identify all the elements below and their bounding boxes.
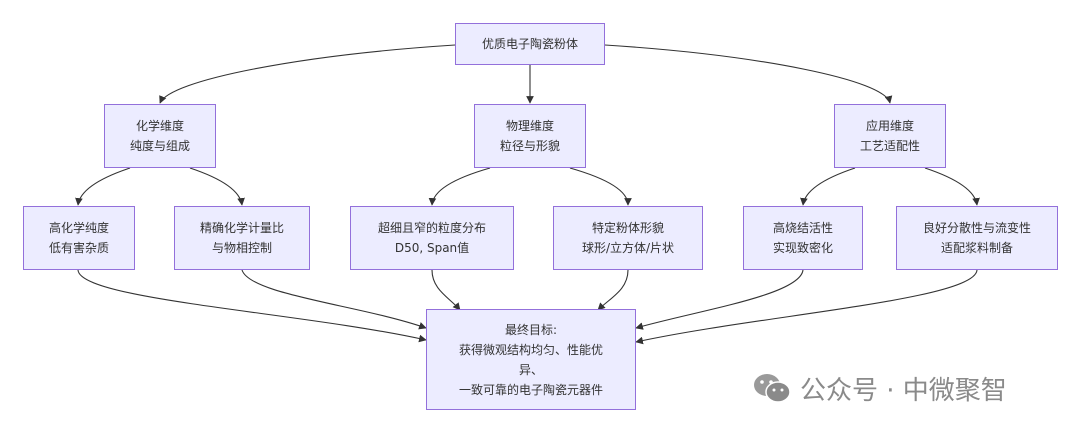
node-stoichiometry: 精确化学计量比 与物相控制 — [174, 206, 310, 270]
node-application-title: 应用维度 — [865, 119, 914, 133]
node-particle-size-distribution: 超细且窄的粒度分布 D50, Span值 — [350, 206, 514, 270]
node-sintering-activity: 高烧结活性 实现致密化 — [743, 206, 863, 270]
node-dispersion-subtitle: 适配浆料制备 — [940, 241, 1013, 255]
watermark-text: 公众号 · 中微聚智 — [800, 375, 1007, 406]
node-dispersion-title: 良好分散性与流变性 — [922, 221, 1031, 235]
node-goal-line3: 异、 — [518, 362, 543, 377]
node-goal-line4: 一致可靠的电子陶瓷元器件 — [458, 382, 603, 397]
edge-psd-goal — [431, 269, 461, 311]
node-goal-line1: 最终目标: — [504, 322, 558, 337]
edge-purity-goal — [77, 269, 427, 343]
node-application-subtitle: 工艺适配性 — [859, 139, 920, 153]
edge-disp-goal — [635, 269, 978, 345]
edge-phys-psd — [428, 167, 491, 206]
edge-chem-stoich — [189, 167, 245, 206]
edge-chem-purity — [75, 167, 131, 206]
node-morphology: 特定粉体形貌 球形/立方体/片状 — [553, 206, 703, 270]
watermark: 公众号 · 中微聚智 — [752, 370, 1007, 406]
node-application-dimension: 应用维度 工艺适配性 — [834, 104, 946, 168]
node-physical-subtitle: 粒径与形貌 — [499, 139, 560, 153]
edge-morph-goal — [597, 269, 629, 311]
node-stoichiometry-title: 精确化学计量比 — [199, 221, 284, 235]
node-high-purity-title: 高化学纯度 — [48, 221, 109, 235]
node-root: 优质电子陶瓷粉体 — [455, 23, 605, 65]
node-morphology-subtitle: 球形/立方体/片状 — [581, 241, 675, 255]
edge-sinter-goal — [635, 269, 804, 330]
edge-root-chem — [159, 44, 456, 104]
node-morphology-title: 特定粉体形貌 — [591, 221, 664, 235]
edge-phys-morph — [569, 167, 632, 206]
node-psd-subtitle: D50, Span值 — [394, 241, 470, 255]
node-high-purity-subtitle: 低有害杂质 — [48, 241, 109, 255]
node-chemical-title: 化学维度 — [135, 119, 184, 133]
node-sintering-title: 高烧结活性 — [772, 221, 833, 235]
node-final-goal: 最终目标: 获得微观结构均匀、性能优 异、 一致可靠的电子陶瓷元器件 — [426, 309, 636, 410]
wechat-icon — [754, 374, 791, 403]
edge-app-disp — [924, 167, 980, 206]
node-stoichiometry-subtitle: 与物相控制 — [211, 241, 272, 255]
node-goal-line2: 获得微观结构均匀、性能优 — [458, 342, 603, 357]
edge-stoich-goal — [241, 269, 427, 330]
node-physical-title: 物理维度 — [505, 119, 554, 133]
node-chemical-subtitle: 纯度与组成 — [129, 139, 190, 153]
node-chemical-dimension: 化学维度 纯度与组成 — [104, 104, 216, 168]
node-dispersion-rheology: 良好分散性与流变性 适配浆料制备 — [896, 206, 1058, 270]
node-high-purity: 高化学纯度 低有害杂质 — [23, 206, 135, 270]
edge-root-app — [604, 44, 893, 104]
edge-app-sinter — [800, 167, 856, 206]
node-psd-title: 超细且窄的粒度分布 — [377, 221, 486, 235]
node-physical-dimension: 物理维度 粒径与形貌 — [474, 104, 586, 168]
node-sintering-subtitle: 实现致密化 — [772, 241, 833, 255]
node-root-label: 优质电子陶瓷粉体 — [481, 37, 578, 51]
